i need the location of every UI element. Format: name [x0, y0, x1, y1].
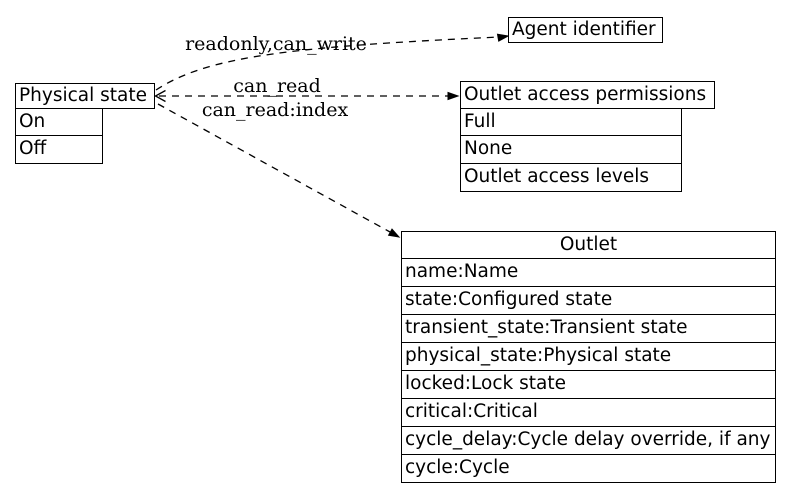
- node-outlet-access-permissions-header: Outlet access permissions: [460, 81, 715, 109]
- edge-label-can-read: can_read: [233, 75, 321, 97]
- edge-can-read-arrowhead-icon: [447, 91, 460, 101]
- node-physical-state-row-on: On: [15, 108, 103, 136]
- node-outlet-row-name: name:Name: [401, 258, 776, 287]
- node-outlet-access-permissions-row-full: Full: [460, 108, 682, 136]
- node-agent-identifier: Agent identifier: [508, 17, 663, 43]
- node-outlet-row-physical-state: physical_state:Physical state: [401, 342, 776, 371]
- node-physical-state-row-off: Off: [15, 135, 103, 164]
- edge-can-read-index-arrowhead-icon: [387, 228, 401, 238]
- edge-can-read-open-arrowhead-icon: [154, 89, 166, 103]
- edge-readonly-can-write-arrowhead-icon: [496, 33, 510, 42]
- node-outlet-row-transient-state: transient_state:Transient state: [401, 314, 776, 343]
- node-outlet-row-cycle-delay: cycle_delay:Cycle delay override, if any: [401, 426, 776, 455]
- node-outlet-row-locked: locked:Lock state: [401, 370, 776, 399]
- node-outlet-row-critical: critical:Critical: [401, 398, 776, 427]
- edge-can-read-index-line: [157, 103, 391, 233]
- node-outlet-access-permissions-row-levels: Outlet access levels: [460, 163, 682, 192]
- edge-label-can-read-index: can_read:index: [201, 99, 349, 121]
- node-outlet-row-state: state:Configured state: [401, 286, 776, 315]
- node-physical-state-header: Physical state: [15, 83, 155, 109]
- node-outlet-header: Outlet: [401, 231, 776, 259]
- node-outlet-row-cycle: cycle:Cycle: [401, 454, 776, 483]
- node-outlet-access-permissions-row-none: None: [460, 135, 682, 164]
- edge-label-readonly-can-write: readonly,can_write: [185, 33, 367, 55]
